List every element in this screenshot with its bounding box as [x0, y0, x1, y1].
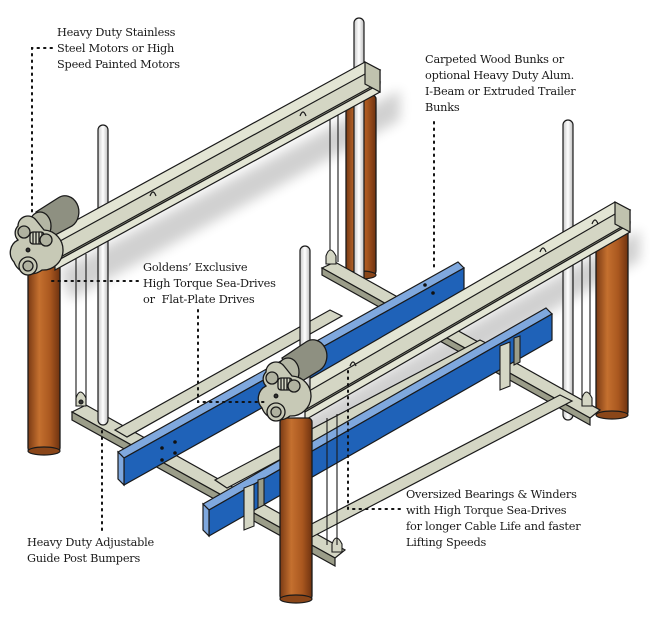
cables-left: [75, 254, 87, 400]
callout-line: High Torque Sea-Drives: [143, 277, 276, 290]
callout-line: Guide Post Bumpers: [27, 552, 141, 565]
callout-line: Lifting Speeds: [406, 536, 487, 549]
leader-lines: [31, 47, 435, 531]
sheave-bracket-right: [581, 391, 593, 407]
callout-motors: Heavy Duty Stainless Steel Motors or Hig…: [57, 25, 180, 73]
callout-line: Oversized Bearings & Winders: [406, 488, 577, 501]
drive-unit-right: [257, 339, 328, 422]
callout-line: for longer Cable Life and faster: [406, 520, 581, 533]
leader-bearings: [347, 367, 401, 510]
callout-line: Bunks: [425, 101, 460, 114]
callout-bearings: Oversized Bearings & Winders with High T…: [406, 487, 581, 551]
callout-line: Steel Motors or High: [57, 42, 175, 55]
cables-front: [326, 414, 338, 545]
callout-bunks: Carpeted Wood Bunks or optional Heavy Du…: [425, 52, 576, 116]
piling-back-left-outer: [27, 261, 61, 456]
cables-back-left: [329, 107, 339, 262]
sheave-bracket-left: [75, 391, 87, 407]
sheave-bracket-back: [325, 249, 337, 265]
guide-post-back-left: [353, 17, 365, 284]
callout-line: optional Heavy Duty Alum.: [425, 69, 575, 82]
callout-line: or Flat-Plate Drives: [143, 293, 255, 306]
leader-motors: [31, 47, 53, 213]
callout-line: with High Torque Sea-Drives: [406, 504, 567, 517]
cables-right: [581, 236, 591, 400]
callout-bumpers: Heavy Duty Adjustable Guide Post Bumpers: [27, 535, 154, 567]
piling-front-right: [595, 225, 629, 420]
piling-front-middle: [279, 417, 313, 604]
top-beam-right: [288, 201, 632, 422]
callout-line: Carpeted Wood Bunks or: [425, 53, 564, 66]
bunk-bracket: [243, 335, 521, 531]
callout-line: Speed Painted Motors: [57, 58, 180, 71]
callout-drives: Goldens’ Exclusive High Torque Sea-Drive…: [143, 260, 276, 308]
leader-drives-down: [197, 309, 265, 403]
top-beam-left: [38, 61, 382, 272]
callout-line: Heavy Duty Adjustable: [27, 536, 155, 549]
callout-line: Goldens’ Exclusive: [143, 261, 248, 274]
callout-line: I-Beam or Extruded Trailer: [425, 85, 576, 98]
drive-unit-left: [9, 195, 80, 276]
callout-line: Heavy Duty Stainless: [57, 26, 176, 39]
guide-post-left: [97, 124, 109, 426]
